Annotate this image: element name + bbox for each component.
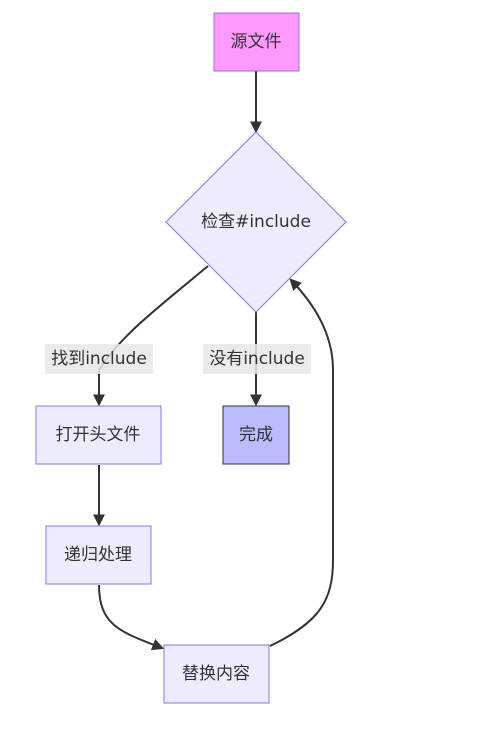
node-done: 完成 <box>222 405 290 465</box>
edge-check-to-open-header <box>93 265 209 407</box>
edge-label-found-include-text: 找到include <box>51 349 147 369</box>
node-open-header-label: 打开头文件 <box>56 425 141 445</box>
node-check: 检查#include <box>165 131 347 313</box>
node-replace: 替换内容 <box>163 644 270 704</box>
node-source: 源文件 <box>213 12 300 72</box>
node-open-header: 打开头文件 <box>35 405 162 465</box>
edge-recurse-to-replace <box>98 584 165 651</box>
edge-label-no-include: 没有include <box>203 344 311 374</box>
node-recurse: 递归处理 <box>45 525 152 585</box>
edge-replace-to-check <box>269 278 334 647</box>
edge-label-no-include-text: 没有include <box>209 349 305 369</box>
node-recurse-label: 递归处理 <box>64 545 132 565</box>
node-check-label: 检查#include <box>201 212 311 232</box>
node-source-label: 源文件 <box>231 32 282 52</box>
edge-label-found-include: 找到include <box>45 344 153 374</box>
node-replace-label: 替换内容 <box>182 664 250 684</box>
node-done-label: 完成 <box>239 425 273 445</box>
